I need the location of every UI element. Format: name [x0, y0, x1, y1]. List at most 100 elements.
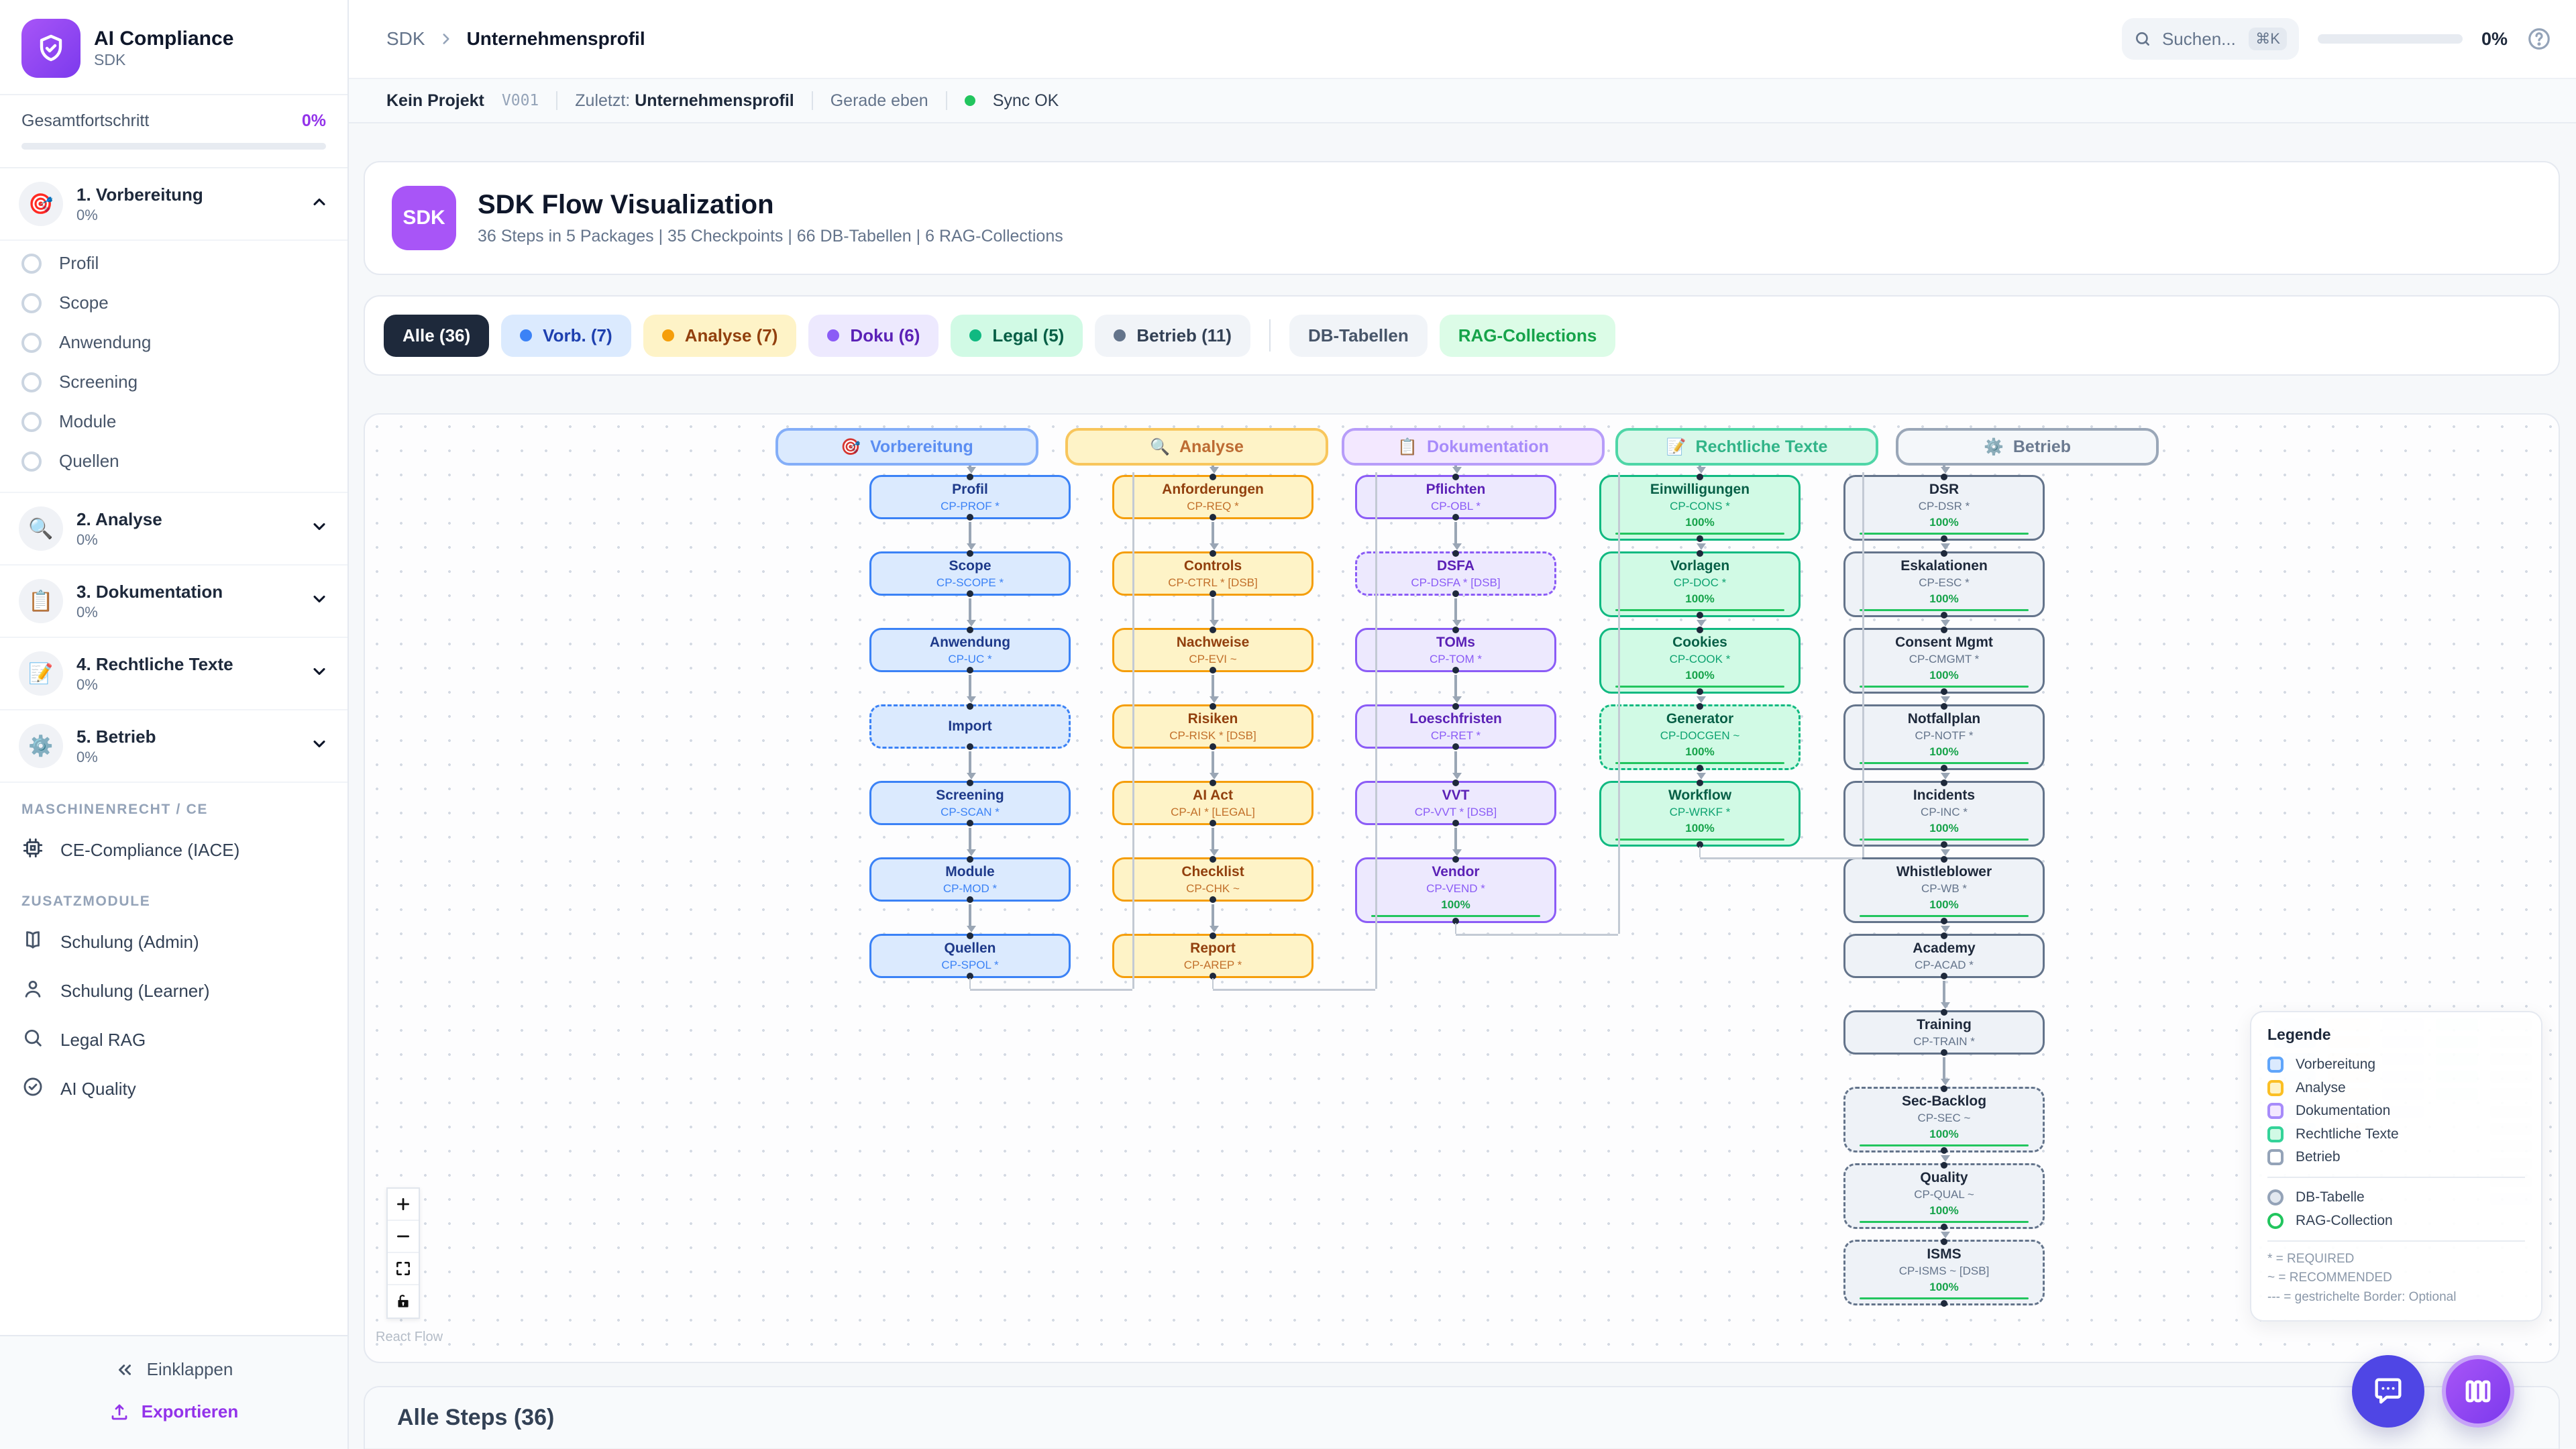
edge-arrowhead: [1452, 849, 1462, 856]
fit-view-button[interactable]: [388, 1253, 419, 1285]
node-progress-bar: [1615, 609, 1784, 611]
sidebar-step-anwendung[interactable]: Anwendung: [0, 323, 347, 362]
column-label: Vorbereitung: [870, 437, 973, 456]
zoom-out-button[interactable]: [388, 1221, 419, 1253]
chevron-down-icon: [310, 517, 329, 541]
filter-chip-alle[interactable]: Alle (36): [384, 314, 490, 357]
sidebar-step-screening[interactable]: Screening: [0, 362, 347, 402]
reactflow-attribution[interactable]: React Flow: [376, 1330, 443, 1344]
sidebar-step-quellen[interactable]: Quellen: [0, 441, 347, 481]
node-progress-value: 100%: [1929, 516, 1959, 529]
sidebar-item-schulung-admin-[interactable]: Schulung (Admin): [0, 918, 347, 967]
node-code: CP-INC *: [1921, 806, 1968, 819]
collapse-sidebar-button[interactable]: Einklappen: [0, 1348, 347, 1391]
lock-button[interactable]: [388, 1285, 419, 1318]
node-code: CP-ESC *: [1919, 576, 1970, 590]
node-handle-top: [1697, 550, 1703, 557]
filter-label: RAG-Collections: [1458, 325, 1597, 345]
node-handle-bottom: [1941, 688, 1947, 695]
legend-item-rag-collection: RAG-Collection: [2267, 1210, 2525, 1232]
edge: [1454, 828, 1457, 851]
edge-arrowhead: [1209, 467, 1219, 474]
cpu-icon: [21, 837, 44, 864]
node-title: Sec-Backlog: [1901, 1093, 1987, 1109]
edge-arrowhead: [1696, 773, 1706, 780]
filter-chip-db-tabellen[interactable]: DB-Tabellen: [1289, 314, 1428, 357]
step-label: Quellen: [59, 451, 119, 471]
node-handle-top: [1452, 780, 1459, 786]
sidebar-step-module[interactable]: Module: [0, 402, 347, 441]
edge: [969, 598, 971, 621]
zoom-in-button[interactable]: [388, 1189, 419, 1221]
filter-chip-analyse[interactable]: Analyse (7): [643, 314, 797, 357]
filter-chip-rag-collections[interactable]: RAG-Collections: [1439, 314, 1616, 357]
node-handle-top: [1941, 780, 1947, 786]
help-icon[interactable]: [2526, 26, 2552, 52]
filter-chip-legal[interactable]: Legal (5): [951, 314, 1083, 357]
filter-chip-betrieb[interactable]: Betrieb (11): [1095, 314, 1250, 357]
sidebar-item-ai-quality[interactable]: AI Quality: [0, 1065, 347, 1114]
sidebar-item-schulung-learner-[interactable]: Schulung (Learner): [0, 967, 347, 1016]
package-icon: 📋: [19, 579, 63, 623]
export-button[interactable]: Exportieren: [0, 1391, 347, 1433]
flow-node-import[interactable]: Import: [869, 703, 1071, 750]
page-stats: 36 Steps in 5 Packages | 35 Checkpoints …: [478, 227, 1063, 246]
sidebar-step-scope[interactable]: Scope: [0, 283, 347, 323]
node-handle-top: [1941, 474, 1947, 480]
chat-button[interactable]: [2352, 1355, 2424, 1428]
filter-chip-vorb[interactable]: Vorb. (7): [501, 314, 631, 357]
search-input[interactable]: Suchen... ⌘K: [2121, 18, 2299, 60]
node-handle-top: [1452, 627, 1459, 633]
filter-chip-doku[interactable]: Doku (6): [808, 314, 939, 357]
columns-panel-button[interactable]: [2442, 1355, 2514, 1428]
step-status-circle: [21, 411, 42, 432]
sidebar-step-profil[interactable]: Profil: [0, 244, 347, 283]
edge-arrowhead: [1209, 773, 1219, 780]
breadcrumb-root[interactable]: SDK: [386, 28, 425, 49]
sidebar-item-legal-rag[interactable]: Legal RAG: [0, 1016, 347, 1065]
node-code: CP-QUAL ~: [1914, 1188, 1974, 1201]
sidebar-item-ce-compliance-iace-[interactable]: CE-Compliance (IACE): [0, 826, 347, 875]
